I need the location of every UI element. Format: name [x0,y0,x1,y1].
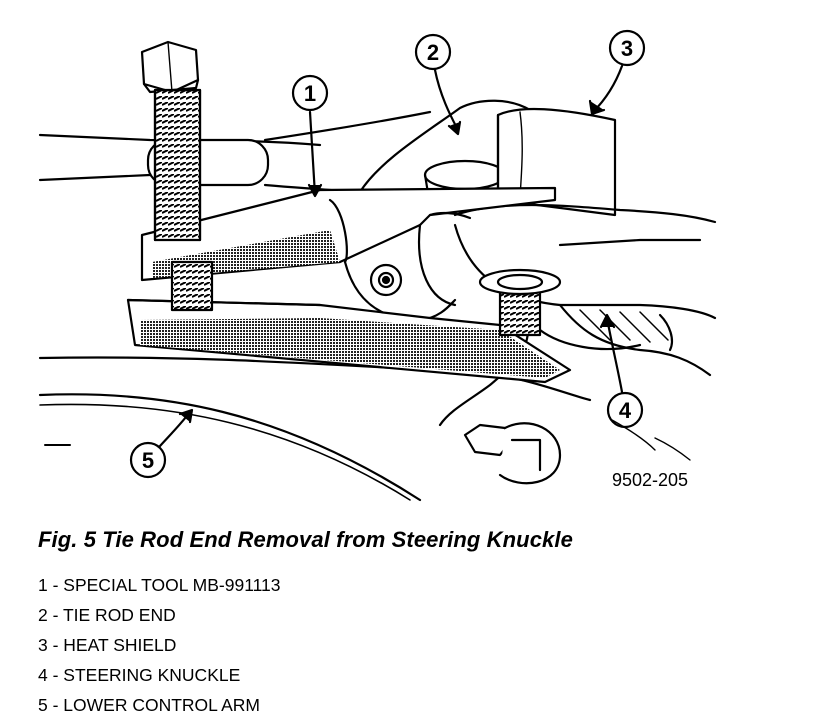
forcing-screw [140,40,214,312]
callout-1 [291,74,329,198]
callout-5 [129,408,194,479]
legend-item-lower-control-arm: 5 - LOWER CONTROL ARM [38,695,261,715]
legend-item-special-tool: 1 - SPECIAL TOOL MB-991113 [38,575,281,595]
tie-rod-stud [478,268,562,337]
tie-rod-removal-illustration: 1 2 3 4 5 9502-205 [38,29,717,502]
special-tool-lower-jaw [126,298,572,384]
figure-code: 9502-205 [612,470,688,490]
special-tool-upper-jaw [140,186,557,322]
figure-caption: Fig. 5 Tie Rod End Removal from Steering… [38,527,573,552]
steering-knuckle [438,203,717,427]
callout-number-1: 1 [304,81,316,106]
callout-number-4: 4 [619,398,632,423]
lower-ball-joint-nut [463,422,562,485]
legend-item-heat-shield: 3 - HEAT SHIELD [38,635,177,655]
legend-item-tie-rod-end: 2 - TIE ROD END [38,605,176,625]
parts-legend: 1 - SPECIAL TOOL MB-991113 2 - TIE ROD E… [38,570,281,720]
callout-number-3: 3 [621,36,633,61]
callout-number-2: 2 [427,40,439,65]
callout-2 [414,33,462,136]
callout-3 [588,29,646,116]
callout-4 [599,313,644,429]
callout-number-5: 5 [142,448,154,473]
legend-item-steering-knuckle: 4 - STEERING KNUCKLE [38,665,241,685]
tie-rod-shaft [38,110,432,194]
